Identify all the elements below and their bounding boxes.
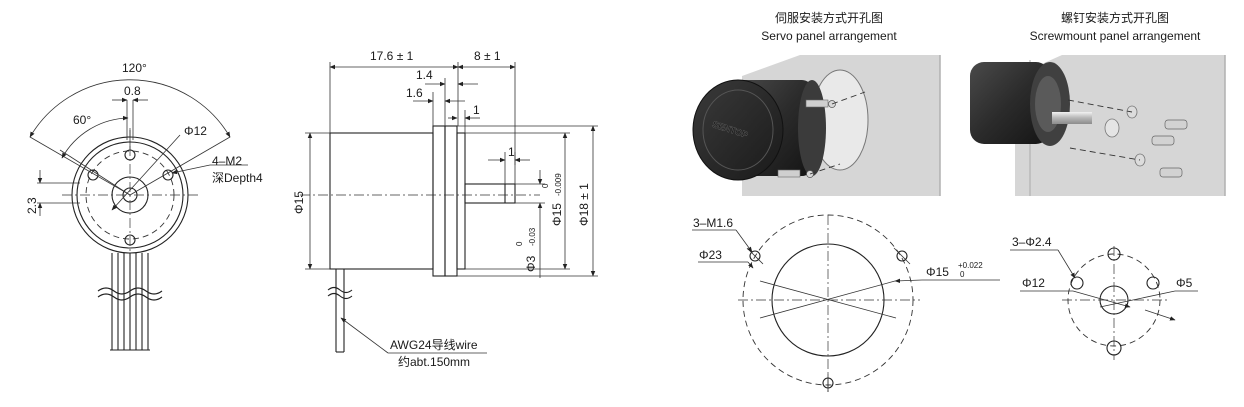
wire-length-label: 约abt.150mm (398, 354, 470, 369)
dia-3-lower-label: -0.03 (528, 227, 537, 246)
dim-2-3-label: 2.3 (25, 197, 39, 214)
dim-1-6-label: 1.6 (406, 86, 423, 100)
servo-cutout-drawing: 3–M1.6 Φ23 Φ15 +0.022 0 (692, 214, 1000, 392)
dim-0-8-label: 0.8 (124, 84, 141, 98)
len-8-label: 8 ± 1 (474, 49, 501, 63)
dia-12-label: Φ12 (184, 124, 207, 138)
servo-title-en: Servo panel arrangement (761, 29, 897, 43)
tol-lower-label: -0.009 (554, 173, 563, 196)
screw-dia-12-label: Φ12 (1022, 276, 1045, 290)
dim-1a-label: 1 (473, 103, 480, 117)
thread-label: 4–M2 (212, 154, 242, 168)
screwmount-photo (970, 55, 1226, 196)
servo-holes-label: 3–M1.6 (693, 216, 733, 230)
dia-15-body-label: Φ15 (292, 191, 306, 214)
screw-holes-label: 3–Φ2.4 (1012, 235, 1052, 249)
wire-spec-label: AWG24导线wire (390, 338, 478, 352)
servo-dia-15-label: Φ15 (926, 265, 949, 279)
dim-1-4-label: 1.4 (416, 68, 433, 82)
servo-dia-23-label: Φ23 (699, 248, 722, 262)
len-17-6-label: 17.6 ± 1 (370, 49, 414, 63)
screw-title-en: Screwmount panel arrangement (1030, 29, 1201, 43)
screw-dia-5-label: Φ5 (1176, 276, 1193, 290)
servo-tol-lower-label: 0 (960, 270, 965, 279)
dia-18-label: Φ18 ± 1 (577, 183, 591, 226)
tol-upper-label: 0 (541, 183, 550, 188)
dia-15-tol-label: Φ15 (550, 203, 564, 226)
front-view: 120° 0.8 60° Φ12 4–M2 深Depth4 2.3 (25, 61, 263, 351)
dia-3-label: Φ3 (524, 255, 538, 272)
servo-panel-section: 伺服安装方式开孔图 Servo panel arrangement SENTOP (692, 10, 1000, 392)
servo-tol-upper-label: +0.022 (958, 261, 983, 270)
angle-120-label: 120° (122, 61, 147, 75)
dim-1b-label: 1 (508, 145, 515, 159)
servo-mount-photo: SENTOP (692, 55, 941, 196)
screwmount-cutout-drawing: 3–Φ2.4 Φ12 Φ5 (1010, 235, 1198, 360)
side-view: 17.6 ± 1 8 ± 1 1.4 1.6 1 1 Φ15 Φ3 0 -0.0… (292, 49, 598, 369)
screwmount-section: 螺钉安装方式开孔图 Screwmount panel arrangement (970, 10, 1226, 360)
screw-title-cn: 螺钉安装方式开孔图 (1061, 10, 1169, 25)
dia-3-upper-label: 0 (515, 241, 524, 246)
depth-label: 深Depth4 (212, 171, 263, 185)
angle-60-label: 60° (73, 113, 91, 127)
servo-title-cn: 伺服安装方式开孔图 (775, 10, 883, 25)
